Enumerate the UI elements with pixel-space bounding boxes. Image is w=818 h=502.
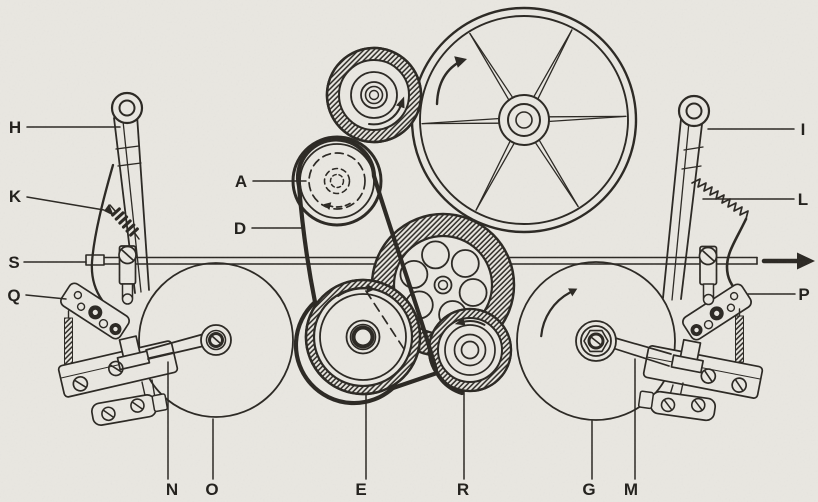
mechanism-diagram: H K S Q A D I L P N O E R G M xyxy=(0,0,818,502)
mechanism-diagram-page: H K S Q A D I L P N O E R G M xyxy=(0,0,818,502)
paper-grain-overlay xyxy=(0,0,818,502)
